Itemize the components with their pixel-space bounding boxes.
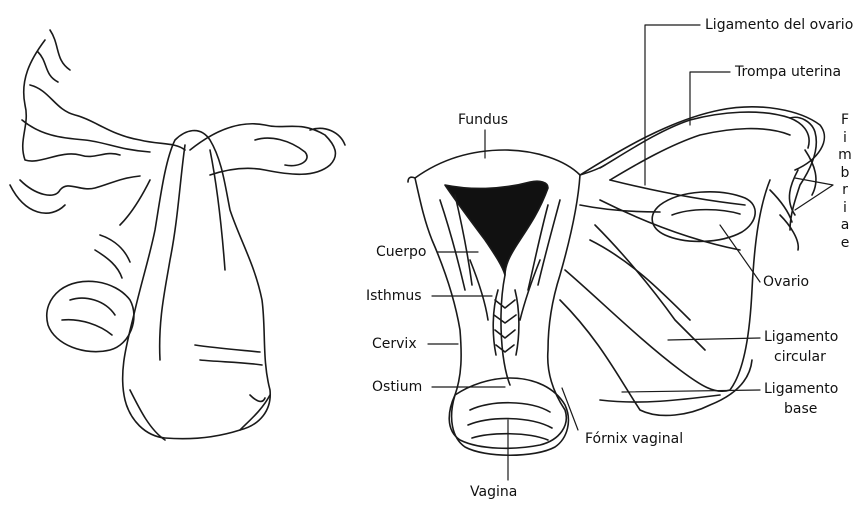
label-cuerpo: Cuerpo xyxy=(376,245,426,260)
fimbriae-letter: b xyxy=(838,165,852,183)
label-vagina: Vagina xyxy=(470,485,517,500)
fimbriae-letter: i xyxy=(838,130,852,148)
fimbriae-letter: e xyxy=(838,235,852,253)
label-ligamento-circular-line2: circular xyxy=(774,350,826,365)
fimbriae-letter: i xyxy=(838,200,852,218)
label-ligamento-circular-line1: Ligamento xyxy=(764,330,838,345)
fimbriae-letter: r xyxy=(838,182,852,200)
fimbriae-letter: F xyxy=(838,112,852,130)
fimbriae-letter: a xyxy=(838,217,852,235)
label-cervix: Cervix xyxy=(372,337,417,352)
label-ligamento-base-line2: base xyxy=(784,402,817,417)
fimbriae-letter: m xyxy=(838,147,852,165)
label-ligamento-del-ovario: Ligamento del ovario xyxy=(705,18,853,33)
label-isthmus: Isthmus xyxy=(366,289,422,304)
label-ostium: Ostium xyxy=(372,380,422,395)
left-uterus-drawing xyxy=(10,30,345,440)
right-uterus-section xyxy=(408,107,824,455)
label-fornix-vaginal: Fórnix vaginal xyxy=(585,432,683,447)
label-trompa-uterina: Trompa uterina xyxy=(735,65,841,80)
label-fundus: Fundus xyxy=(458,113,508,128)
label-ligamento-base-line1: Ligamento xyxy=(764,382,838,397)
label-ovario: Ovario xyxy=(763,275,809,290)
leader-lines xyxy=(428,25,833,480)
label-fimbriae: F i m b r i a e xyxy=(838,112,852,252)
